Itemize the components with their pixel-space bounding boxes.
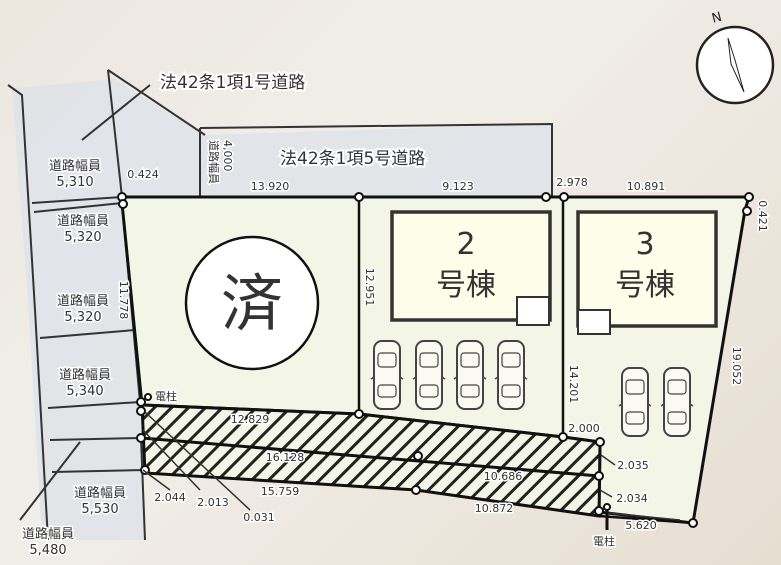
utility-pole-label: 電柱 xyxy=(593,534,615,548)
dimension-label: 14.201 xyxy=(567,365,580,404)
road-5-label: 法42条1項5号道路 xyxy=(280,149,425,169)
road-1-label: 法42条1項1号道路 xyxy=(160,73,305,93)
entrance-step-icon xyxy=(516,296,550,326)
north-label: N xyxy=(710,10,723,27)
road-top xyxy=(108,75,552,197)
road-width-value: 5,320 xyxy=(64,310,101,325)
dimension-label: 2.035 xyxy=(617,459,649,472)
dimension-label: 16.128 xyxy=(266,451,305,464)
road-width-label: 道路幅員 xyxy=(74,485,126,501)
utility-pole-label: 電柱 xyxy=(155,389,177,403)
building-3-number: 3 xyxy=(635,227,654,262)
building-2-label: 号棟 xyxy=(436,268,496,303)
north-compass-icon xyxy=(695,25,775,105)
road-width-label: 道路幅員 xyxy=(207,140,221,184)
dimension-label: 2.034 xyxy=(616,492,648,505)
road-width-value: 5,320 xyxy=(64,230,101,245)
road-width-label: 道路幅員 xyxy=(49,158,101,174)
building-3 xyxy=(576,210,718,328)
dimension-label: 0.424 xyxy=(127,168,159,181)
road-width-value: 5,340 xyxy=(66,384,103,399)
building-2-number: 2 xyxy=(456,227,475,262)
dimension-label: 10.891 xyxy=(627,180,666,193)
dimension-label: 12.951 xyxy=(363,268,376,307)
dimension-label: 9.123 xyxy=(442,180,474,193)
sold-mark: 済 xyxy=(221,267,283,340)
road-width-label: 道路幅員 xyxy=(59,367,111,383)
dimension-label: 19.052 xyxy=(730,347,743,386)
road-width-label: 道路幅員 xyxy=(57,293,109,309)
road-left xyxy=(12,80,145,540)
dimension-label: 15.759 xyxy=(261,485,300,498)
sold-badge xyxy=(184,235,320,371)
road-width-value: 4,000 xyxy=(221,140,234,172)
road-width-label: 道路幅員 xyxy=(57,213,109,229)
road-width-label: 道路幅員 xyxy=(22,526,74,542)
dimension-label: 10.872 xyxy=(475,502,514,515)
dimension-label: 12.829 xyxy=(231,413,270,426)
dimension-label: 0.421 xyxy=(756,200,769,232)
dimension-label: 0.031 xyxy=(243,511,275,524)
dimension-label: 2.000 xyxy=(568,422,600,435)
dimension-label: 2.013 xyxy=(197,496,229,509)
building-3-label: 号棟 xyxy=(615,268,675,303)
dimension-label: 2.978 xyxy=(556,176,588,189)
dimension-label: 10.686 xyxy=(484,470,523,483)
dimension-label: 5.620 xyxy=(625,519,657,532)
road-width-value: 5,530 xyxy=(81,502,118,517)
dimension-label: 13.920 xyxy=(251,180,290,193)
road-width-value: 5,480 xyxy=(29,543,66,558)
dimension-label: 11.778 xyxy=(117,281,130,320)
road-width-value: 5,310 xyxy=(56,175,93,190)
dimension-label: 2.044 xyxy=(154,491,186,504)
entrance-step-icon xyxy=(577,309,611,335)
